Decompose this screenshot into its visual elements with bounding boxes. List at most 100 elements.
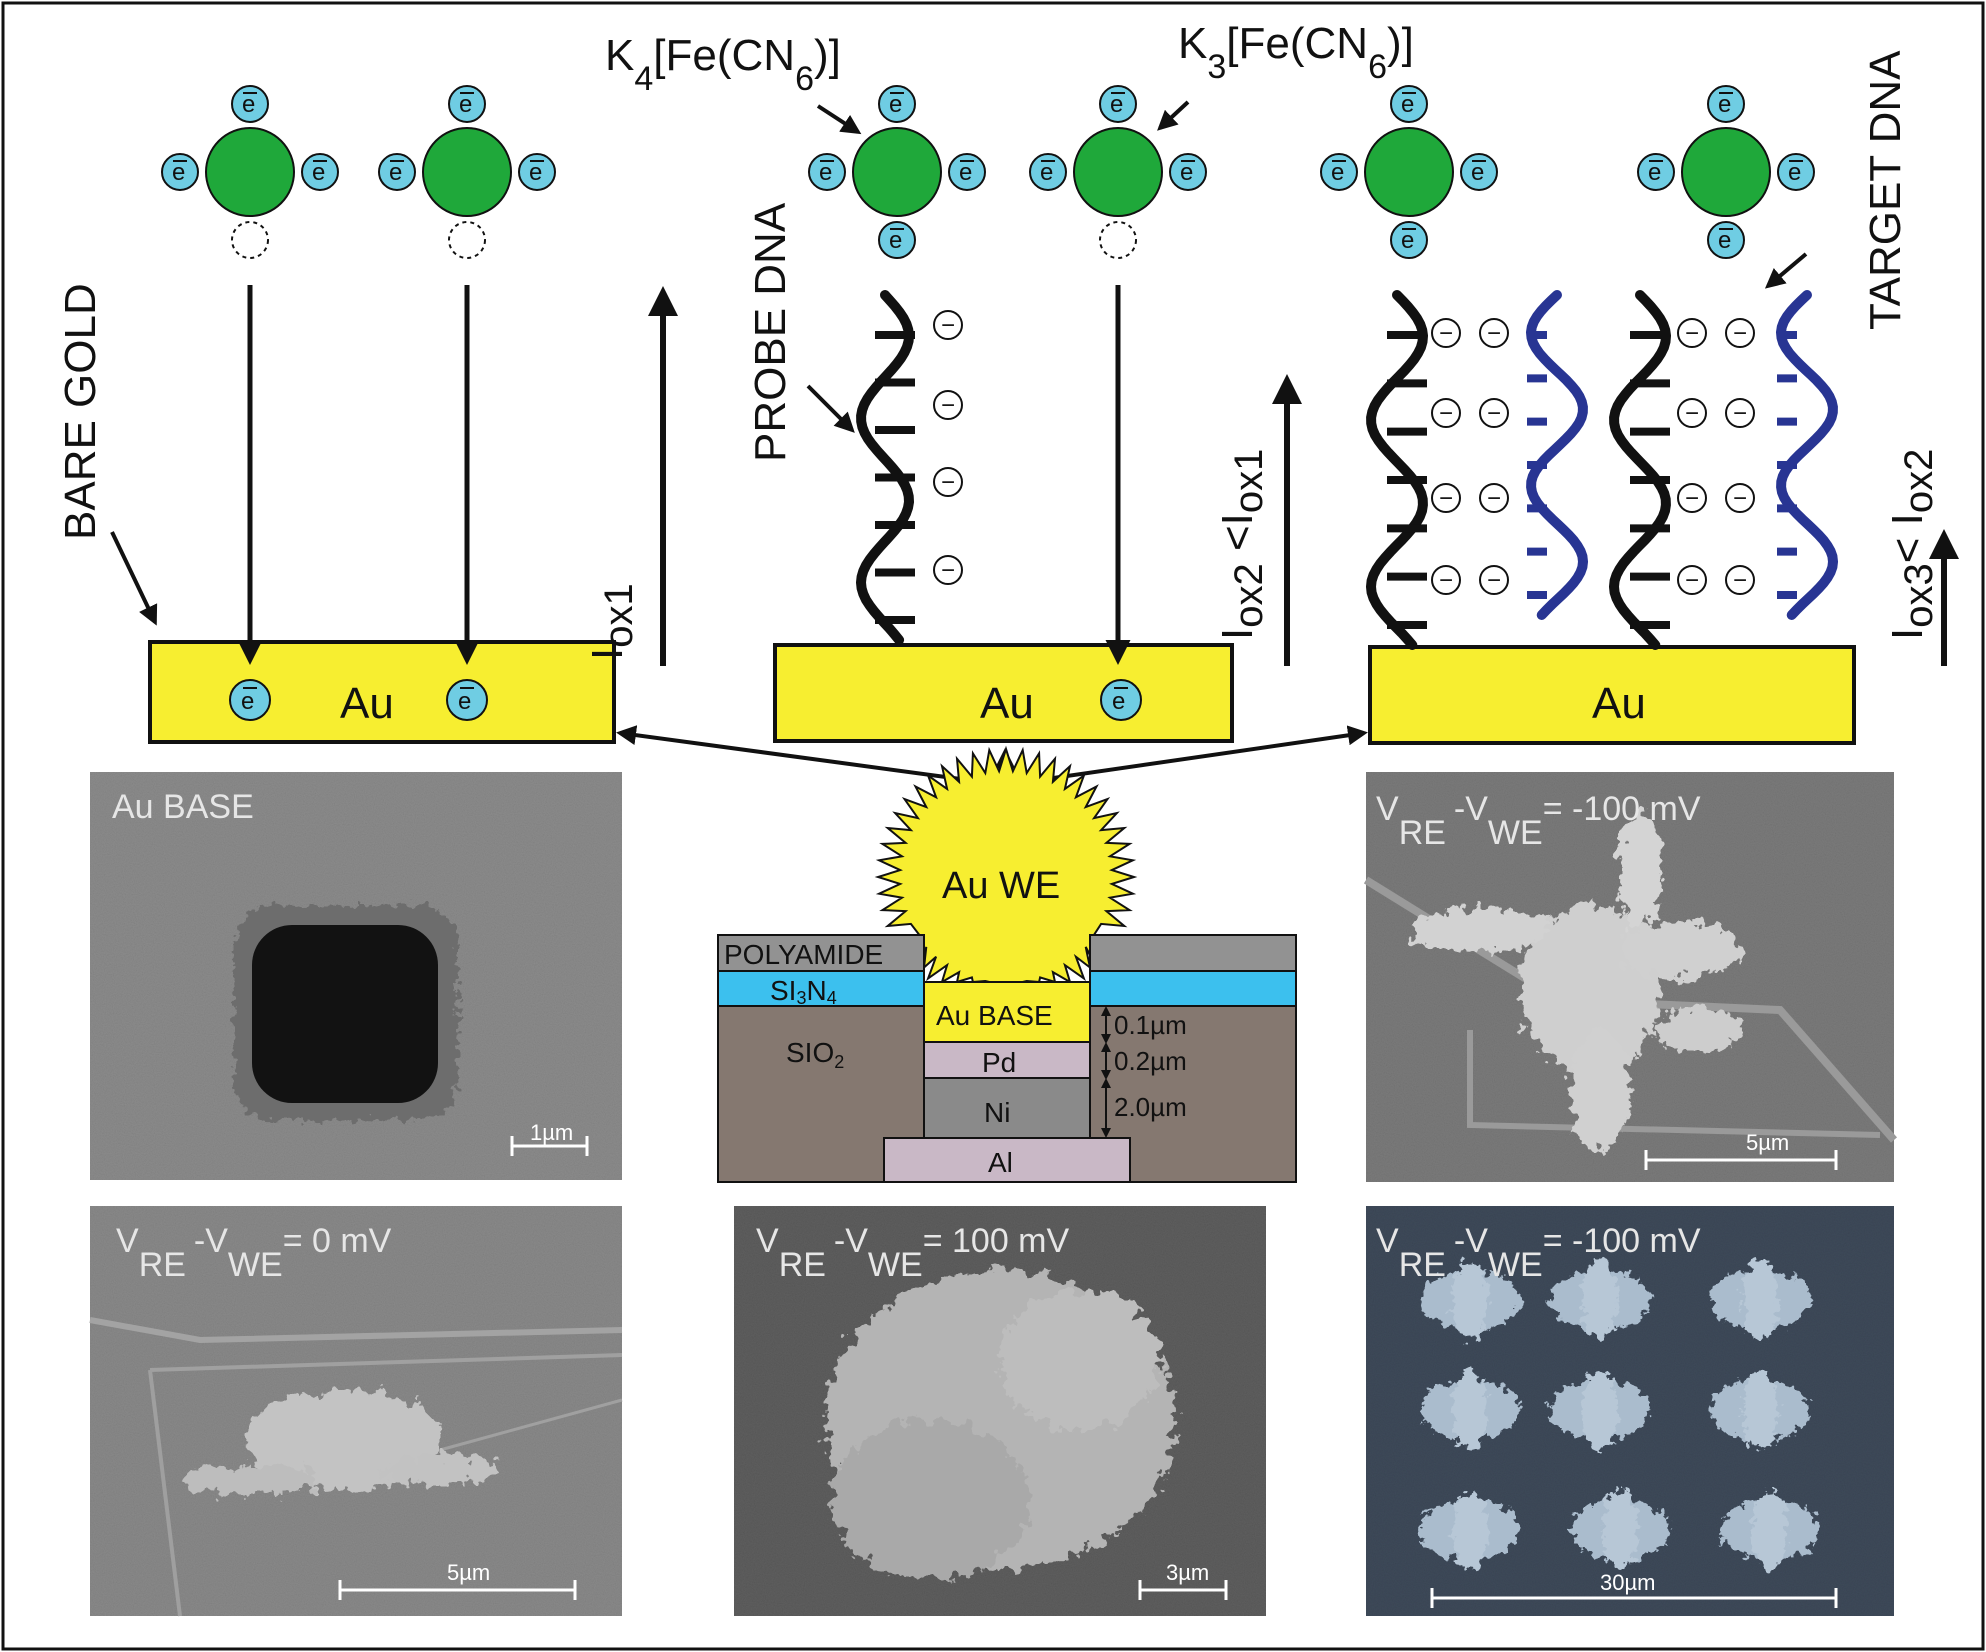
vacant-electron-site bbox=[1099, 221, 1137, 259]
array-crystal-8 bbox=[1570, 1490, 1670, 1570]
au-electrode-right bbox=[1368, 645, 1856, 745]
electron-top-icon: e bbox=[1099, 85, 1137, 123]
svg-text:3µm: 3µm bbox=[1166, 1560, 1209, 1585]
svg-text:−: − bbox=[941, 312, 955, 339]
svg-text:1µm: 1µm bbox=[530, 1120, 573, 1145]
hybrid-negative-charges-2b: −−−− bbox=[1725, 318, 1755, 595]
svg-text:e: e bbox=[1648, 159, 1661, 186]
svg-text:e: e bbox=[459, 91, 472, 118]
vacant-electron-site bbox=[231, 221, 269, 259]
layer-stack: Au WE POLYAMIDE SI3N4 SIO2 Au BASE Pd Ni… bbox=[717, 745, 1297, 1183]
cluster-crystal bbox=[825, 1270, 1175, 1580]
svg-text:e: e bbox=[458, 688, 471, 715]
svg-text:e: e bbox=[389, 159, 402, 186]
au-label-middle: Au bbox=[980, 679, 1034, 728]
redox-molecule-4: e e e bbox=[1029, 85, 1207, 259]
electron-right-icon: e bbox=[1777, 153, 1815, 191]
bare-gold-label: BARE GOLD bbox=[56, 283, 105, 540]
scale-bar-1um: 1µm bbox=[510, 1120, 589, 1156]
iox2-label: Iox2 <Iox1 bbox=[1213, 449, 1271, 640]
electron-right-icon: e bbox=[1460, 153, 1498, 191]
scale-bar-3um: 3µm bbox=[1138, 1560, 1228, 1600]
thickness-2-0um: 2.0µm bbox=[1114, 1092, 1187, 1122]
polyamide-right bbox=[1089, 934, 1297, 972]
svg-text:BARE GOLD: BARE GOLD bbox=[56, 283, 105, 540]
iox1-label: Iox1 bbox=[583, 583, 641, 660]
si3n4-right bbox=[1089, 970, 1297, 1007]
svg-text:−: − bbox=[1685, 400, 1699, 427]
array-crystal-1 bbox=[1420, 1260, 1520, 1340]
svg-text:5µm: 5µm bbox=[1746, 1130, 1789, 1155]
pd-label: Pd bbox=[982, 1047, 1016, 1078]
svg-text:−: − bbox=[1733, 400, 1747, 427]
svg-text:−: − bbox=[1733, 320, 1747, 347]
svg-text:−: − bbox=[941, 469, 955, 496]
svg-text:e: e bbox=[1788, 159, 1801, 186]
dna-strands: −−−−−−−−−−−−−−−−−−−− bbox=[855, 290, 1839, 650]
svg-text:−: − bbox=[941, 392, 955, 419]
si3n4-label: SI3N4 bbox=[770, 975, 837, 1008]
svg-text:−: − bbox=[1685, 485, 1699, 512]
array-crystal-3 bbox=[1710, 1260, 1810, 1340]
scale-bar-5um-b: 5µm bbox=[338, 1560, 577, 1600]
electron-top-icon: e bbox=[1390, 85, 1428, 123]
svg-text:e: e bbox=[889, 91, 902, 118]
svg-text:−: − bbox=[1487, 567, 1501, 594]
svg-text:Au BASE: Au BASE bbox=[112, 788, 254, 826]
svg-text:K3[Fe(CN6)]: K3[Fe(CN6)] bbox=[1178, 19, 1414, 86]
sem-panel-100mv: VRE-VWE= 100 mV 3µm bbox=[734, 1206, 1266, 1616]
svg-text:e: e bbox=[959, 159, 972, 186]
target-dna-strand-1 bbox=[1525, 290, 1589, 620]
svg-text:Iox3< Iox2: Iox3< Iox2 bbox=[1883, 449, 1941, 640]
svg-text:−: − bbox=[1685, 320, 1699, 347]
electron-bottom-icon: e bbox=[1390, 221, 1428, 259]
svg-text:−: − bbox=[1733, 567, 1747, 594]
electron-right-icon: e bbox=[301, 153, 339, 191]
k3-fe-cn6-label: K3[Fe(CN6)] bbox=[1178, 19, 1414, 86]
svg-text:−: − bbox=[1439, 320, 1453, 347]
redox-molecule-2: e e e bbox=[378, 85, 556, 259]
target-dna-arrow bbox=[1764, 252, 1808, 289]
sem-panel-minus100mv-array: VRE-VWE= -100 mV 30µm bbox=[1366, 1206, 1894, 1616]
svg-text:−: − bbox=[1487, 320, 1501, 347]
svg-text:5µm: 5µm bbox=[447, 1560, 490, 1585]
hybrid-negative-charges-2a: − − − − bbox=[1677, 318, 1707, 595]
svg-text:e: e bbox=[312, 159, 325, 186]
sem-panel-0mv: VRE-VWE= 0 mV 5µm bbox=[89, 1206, 623, 1617]
scale-bar-30um: 30µm bbox=[1430, 1570, 1838, 1608]
svg-text:TARGET DNA: TARGET DNA bbox=[1861, 50, 1910, 330]
svg-text:VRE-VWE= -100 mV: VRE-VWE= -100 mV bbox=[1376, 1222, 1701, 1284]
hybrid-negative-charges-1b: − − − − bbox=[1479, 318, 1509, 595]
au-electrode-left bbox=[148, 640, 616, 744]
electron-left-icon: e bbox=[808, 153, 846, 191]
svg-text:−: − bbox=[1487, 485, 1501, 512]
bare-gold-arrow bbox=[110, 531, 158, 626]
svg-text:−: − bbox=[1439, 485, 1453, 512]
polyamide-left bbox=[717, 934, 925, 972]
svg-text:e: e bbox=[1718, 227, 1731, 254]
au-base-label: Au BASE bbox=[936, 1000, 1053, 1031]
micro-hole bbox=[252, 925, 438, 1103]
pd-layer bbox=[923, 1041, 1091, 1079]
electron-bottom-icon: e bbox=[1707, 221, 1745, 259]
sem-panel-minus100mv-zoom: VRE-VWE= -100 mV 5µm bbox=[1363, 772, 1898, 1182]
svg-text:e: e bbox=[1040, 159, 1053, 186]
electron-left-icon: e bbox=[378, 153, 416, 191]
vacant-electron-site bbox=[448, 221, 486, 259]
electron-left-icon: e bbox=[1637, 153, 1675, 191]
svg-text:−: − bbox=[1685, 567, 1699, 594]
electron-in-au-2: e bbox=[446, 679, 488, 721]
svg-text:e: e bbox=[819, 159, 832, 186]
svg-text:−: − bbox=[1439, 567, 1453, 594]
svg-text:e: e bbox=[529, 159, 542, 186]
electron-in-au-1: e bbox=[229, 679, 271, 721]
electron-right-icon: e bbox=[1169, 153, 1207, 191]
svg-text:e: e bbox=[172, 159, 185, 186]
probe-dna-strand bbox=[855, 290, 915, 645]
svg-text:e: e bbox=[1110, 91, 1123, 118]
svg-text:−: − bbox=[1487, 400, 1501, 427]
scale-bar-5um-a: 5µm bbox=[1644, 1130, 1838, 1170]
electron-top-icon: e bbox=[878, 85, 916, 123]
